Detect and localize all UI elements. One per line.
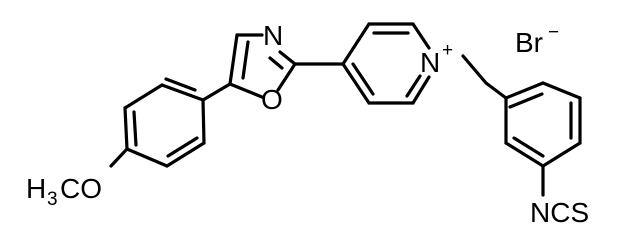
isothiocyanatophenyl-ring [504, 81, 582, 197]
bond-ar-4 [541, 141, 582, 168]
bond-c2-o1 [276, 62, 297, 92]
oxazole-nitrogen-label: N [263, 20, 283, 51]
bond-ch2-aryl [484, 81, 508, 100]
bond-aryl-3 [123, 106, 129, 151]
bond-o1-c5 [228, 82, 264, 99]
bond-c4-c5 [228, 33, 239, 86]
oxazole-oxygen-label: O [261, 84, 283, 115]
pyridinium-ring [341, 22, 431, 105]
bond-aryl-1-double [164, 77, 197, 92]
bond-c5-aryl [201, 82, 232, 102]
bond-ar-1 [504, 81, 545, 100]
bond-ar-2 [541, 81, 582, 100]
structural-formula: N O N + Br − H 3 CO NCS [26, 20, 589, 228]
methoxy-co-label: CO [60, 173, 102, 204]
bond-aryl-1 [160, 83, 205, 102]
structure-canvas: N O N + Br − H 3 CO NCS [26, 20, 589, 228]
pyridinium-charge-label: + [442, 40, 453, 61]
bond-c4-c5-double [241, 40, 250, 80]
bond-aryl-methoxy [109, 147, 129, 168]
counterion-label: Br [515, 27, 543, 58]
methoxy-h-count-label: 3 [47, 189, 58, 210]
bond-py-6-double [351, 62, 375, 96]
methoxyphenyl-ring [109, 77, 232, 168]
counterion-charge-label: − [548, 22, 559, 43]
bond-py-3 [411, 22, 431, 50]
bond-py-4 [411, 75, 431, 105]
bond-py-1 [341, 22, 371, 66]
bond-ar-5-double [512, 136, 545, 158]
isothiocyanate-label: NCS [530, 197, 589, 228]
bond-n3-c2-double [268, 56, 284, 70]
bond-ar-5 [504, 141, 545, 168]
bond-aryl-2 [123, 83, 164, 110]
bond-ar-1-double [508, 92, 544, 109]
methoxy-h-label: H [26, 173, 46, 204]
bond-aryl-6 [201, 98, 206, 145]
bond-n-ch2 [461, 54, 488, 85]
bond-py-4-double [405, 74, 422, 98]
pyridinium-nitrogen-label: N [420, 47, 440, 78]
oxazole-ring [228, 33, 297, 99]
bond-aryl-3-double [132, 110, 138, 147]
bond-aryl-5-double [166, 136, 199, 158]
bond-py-6 [341, 62, 371, 105]
bond-aryl-5 [165, 141, 206, 168]
bond-n3-c2 [278, 50, 297, 66]
bond-aryl-4 [125, 147, 169, 168]
